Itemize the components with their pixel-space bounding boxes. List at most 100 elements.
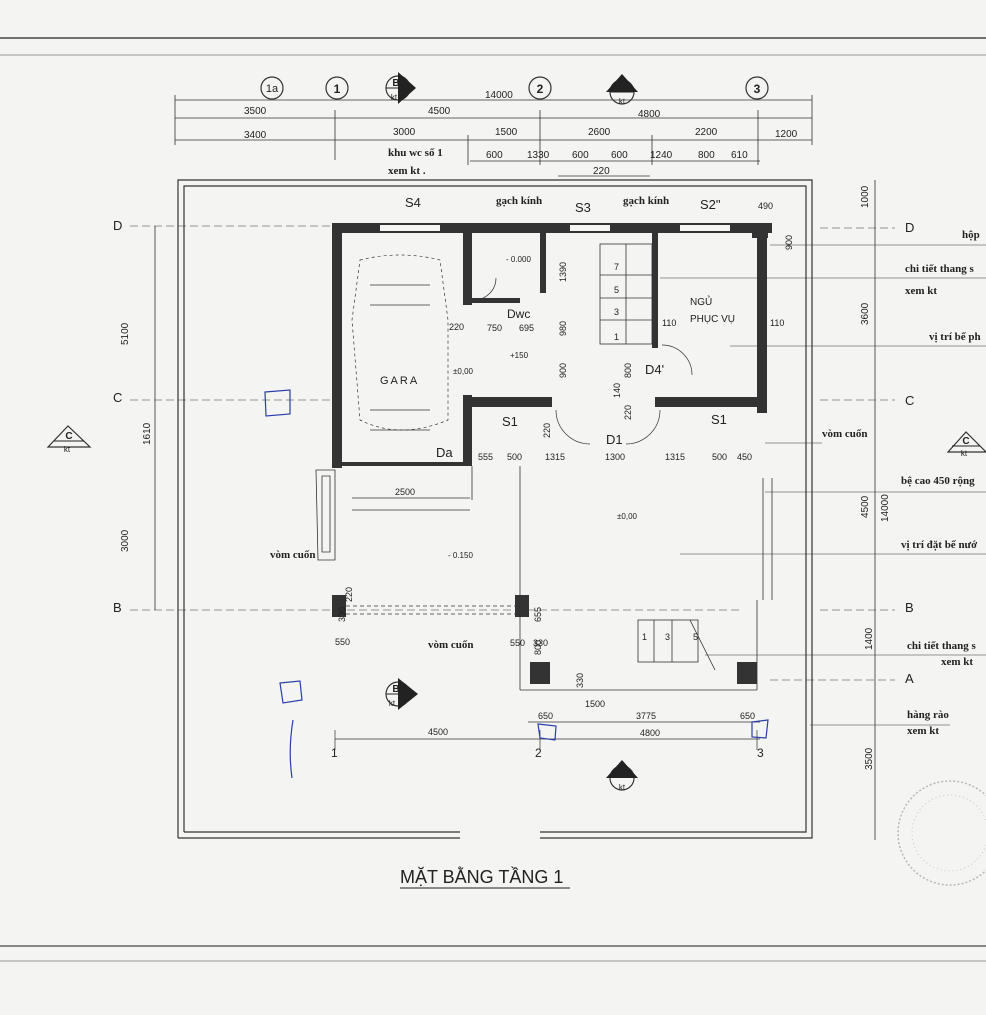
svg-text:vị trí bể ph: vị trí bể ph (929, 331, 981, 343)
svg-text:550: 550 (510, 638, 525, 648)
grid-label-1a: 1a (266, 83, 279, 95)
building-walls (332, 223, 772, 684)
svg-text:xem kt: xem kt (941, 656, 973, 668)
right-dimensions: 1000 3600 4500 14000 1400 3500 (860, 180, 891, 840)
svg-text:330: 330 (575, 673, 585, 688)
svg-text:hộp: hộp (962, 229, 980, 241)
svg-text:kt: kt (389, 699, 396, 708)
svg-text:D: D (113, 218, 122, 233)
svg-text:- 0.000: - 0.000 (506, 255, 531, 264)
svg-text:B: B (113, 600, 122, 615)
svg-text:1315: 1315 (665, 452, 685, 462)
svg-text:A: A (618, 81, 625, 92)
top-dimension-texts: 14000 3500 4500 4800 3400 3000 1500 2600… (244, 90, 798, 177)
svg-text:S1: S1 (502, 414, 518, 429)
leader-lines (660, 244, 986, 726)
svg-text:220: 220 (344, 587, 354, 602)
svg-text:5100: 5100 (120, 322, 131, 345)
svg-text:A: A (618, 768, 625, 779)
svg-text:Da: Da (436, 445, 453, 460)
svg-text:610: 610 (731, 150, 748, 161)
porch-outline (315, 466, 773, 691)
svg-text:gạch kính: gạch kính (496, 195, 542, 207)
svg-text:600: 600 (572, 150, 589, 161)
svg-text:3775: 3775 (636, 711, 656, 721)
svg-text:1610: 1610 (142, 422, 153, 445)
top-dimensions (174, 95, 813, 177)
section-marker-C-right: C kt (946, 431, 986, 458)
bottom-grid-numbers: 1 2 3 (331, 746, 764, 760)
svg-text:655: 655 (533, 607, 543, 622)
svg-text:1: 1 (642, 632, 647, 642)
svg-text:900: 900 (784, 235, 794, 250)
svg-text:490: 490 (758, 201, 773, 211)
svg-text:hàng rào: hàng rào (907, 709, 949, 721)
svg-text:650: 650 (740, 711, 755, 721)
svg-text:3: 3 (614, 307, 619, 317)
svg-text:B: B (905, 600, 914, 615)
svg-text:2500: 2500 (395, 487, 415, 497)
svg-text:S2": S2" (700, 197, 721, 212)
stair-up (599, 243, 653, 345)
svg-text:xem kt .: xem kt . (388, 165, 426, 177)
svg-text:C: C (962, 436, 969, 447)
section-marker-B-top: B kt (385, 72, 416, 104)
svg-text:5: 5 (693, 632, 698, 642)
svg-text:550: 550 (335, 637, 350, 647)
svg-text:3: 3 (757, 746, 764, 760)
svg-text:500: 500 (712, 452, 727, 462)
svg-text:gạch kính: gạch kính (623, 195, 669, 207)
grid-side-labels: D C B D C B A (113, 218, 914, 686)
svg-text:kt: kt (961, 449, 968, 458)
svg-text:D: D (905, 220, 914, 235)
svg-text:D4': D4' (645, 362, 664, 377)
svg-text:3500: 3500 (244, 106, 267, 117)
svg-text:110: 110 (770, 318, 784, 328)
svg-text:220: 220 (449, 322, 464, 332)
svg-text:7: 7 (614, 262, 619, 272)
grid-bubbles: 1a 1 2 3 (260, 76, 769, 100)
stamp (897, 780, 986, 886)
svg-text:140: 140 (612, 383, 622, 398)
room-labels: GARA NGỦ PHỤC VỤ Dwc (380, 295, 735, 387)
annotations: khu wc số 1 xem kt . gạch kính gạch kính… (270, 147, 981, 737)
svg-text:110: 110 (662, 318, 676, 328)
svg-text:vị trí đặt bể nướ: vị trí đặt bể nướ (901, 539, 978, 551)
svg-text:5: 5 (614, 285, 619, 295)
svg-text:kt: kt (619, 97, 626, 106)
section-marker-A-top: A kt (606, 74, 638, 106)
svg-text:1: 1 (614, 332, 619, 342)
svg-text:1390: 1390 (558, 262, 568, 282)
svg-text:4800: 4800 (638, 109, 661, 120)
svg-text:220: 220 (593, 166, 610, 177)
svg-text:vòm cuốn: vòm cuốn (428, 639, 474, 651)
left-dimensions: 5100 1610 3000 (120, 226, 156, 610)
svg-text:khu wc số 1: khu wc số 1 (388, 147, 443, 159)
svg-text:650: 650 (538, 711, 553, 721)
svg-text:1: 1 (334, 82, 341, 96)
svg-text:800: 800 (623, 363, 633, 378)
svg-text:4800: 4800 (640, 728, 660, 738)
svg-text:xem kt: xem kt (907, 725, 939, 737)
stair-down-numbers: 1 3 5 (642, 632, 698, 642)
svg-text:3500: 3500 (864, 747, 875, 770)
room-label-phuc-vu: PHỤC VỤ (690, 314, 735, 325)
svg-text:2200: 2200 (695, 127, 718, 138)
door-window-tags: S4 S3 S2" S1 S1 D1 D4' Da (405, 195, 727, 460)
svg-text:330: 330 (337, 607, 347, 622)
svg-text:A: A (905, 671, 914, 686)
svg-text:kt: kt (391, 93, 398, 102)
svg-text:600: 600 (486, 150, 503, 161)
car-outline (351, 254, 449, 431)
svg-text:kt: kt (619, 783, 626, 792)
stair-up-numbers: 7 5 3 1 (614, 262, 619, 342)
svg-text:1: 1 (331, 746, 338, 760)
svg-text:4500: 4500 (860, 495, 871, 518)
svg-text:600: 600 (611, 150, 628, 161)
svg-text:xem kt: xem kt (905, 285, 937, 297)
svg-text:1315: 1315 (545, 452, 565, 462)
svg-text:1400: 1400 (864, 627, 875, 650)
section-marker-A-bottom: A kt (606, 760, 638, 792)
svg-text:4500: 4500 (428, 727, 448, 737)
